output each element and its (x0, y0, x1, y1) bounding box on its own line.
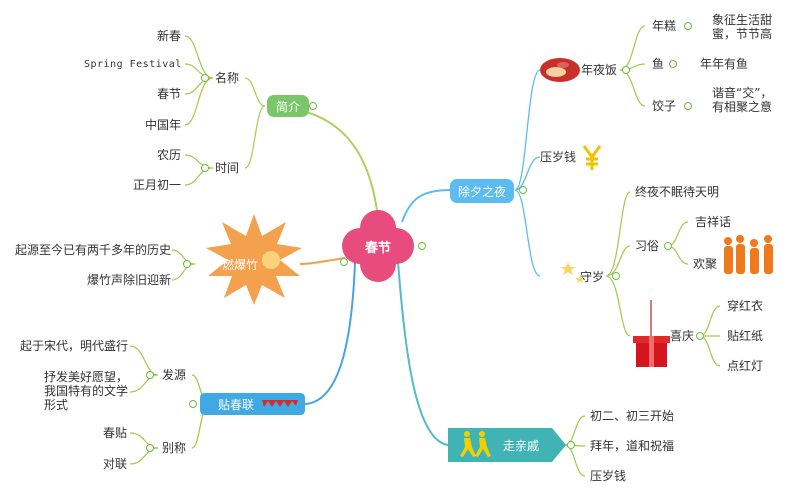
vigil-bracket (605, 191, 631, 337)
alias-node[interactable]: 别称 (162, 441, 187, 455)
festive-node[interactable]: 喜庆 (670, 329, 695, 343)
firecracker-item-2: 爆竹声除旧迎新 (87, 273, 172, 287)
time-bracket (184, 154, 214, 186)
dinner-item-1: 年糕 (652, 19, 677, 33)
walking-people-icon (460, 431, 491, 457)
stay-up-item: 终夜不眠待天明 (635, 185, 720, 199)
intro-line (244, 77, 266, 169)
custom-item-2: 欢聚 (693, 257, 718, 271)
dinner-item-3: 饺子 (652, 99, 677, 113)
branch-line-firecracker (299, 257, 346, 265)
alias-bracket (129, 432, 159, 465)
dancing-people-icon (724, 235, 773, 274)
dinner-detail-2: 年年有鱼 (700, 57, 749, 71)
branch-line-eve (401, 189, 451, 223)
custom-node[interactable]: 习俗 (635, 239, 660, 253)
eve-node[interactable]: 除夕之夜 (450, 179, 514, 203)
vigil-node[interactable]: 守岁 (580, 270, 605, 284)
toggle-dots[interactable] (146, 22, 704, 452)
visit-label: 走亲戚 (502, 438, 539, 453)
origin-item-2: 抒发美好愿望，我国特有的文学形式 (44, 370, 129, 412)
dinner-node[interactable]: 年夜饭 (581, 63, 618, 77)
origin-bracket (129, 345, 159, 393)
eve-line (514, 69, 541, 277)
time-item-2: 正月初一 (133, 178, 182, 192)
center-label: 春节 (364, 240, 391, 256)
name-item-2: Spring Festival (84, 59, 182, 70)
visit-item-3: 压岁钱 (590, 469, 627, 483)
name-node[interactable]: 名称 (215, 71, 240, 85)
branch-line-visit (397, 261, 449, 446)
origin-item-1: 起于宋代，明代盛行 (20, 339, 129, 353)
custom-bracket (667, 221, 689, 265)
couplet-node[interactable]: 贴春联 (202, 394, 262, 414)
firecracker-label: 燃爆竹 (221, 257, 258, 272)
steak-icon (540, 58, 580, 82)
eve-label: 除夕之夜 (457, 184, 506, 199)
festive-item-3: 点红灯 (727, 359, 764, 373)
visit-node[interactable]: 走亲戚 (496, 435, 546, 455)
moon-stars-icon (548, 262, 584, 293)
name-item-3: 春节 (157, 87, 182, 101)
dinner-detail-3: 谐音“交”，有相聚之意 (712, 86, 773, 114)
branch-line-couplet (304, 261, 356, 405)
time-item-1: 农历 (157, 148, 182, 162)
alias-item-2: 对联 (103, 457, 128, 471)
intro-label: 简介 (275, 99, 300, 114)
couplet-label: 贴春联 (218, 397, 255, 412)
festive-item-1: 穿红衣 (727, 299, 764, 313)
dinner-detail-1: 象征生活甜蜜，节节高 (712, 13, 773, 41)
time-node[interactable]: 时间 (215, 161, 240, 175)
money-node[interactable]: 压岁钱 (540, 150, 577, 164)
gift-icon (633, 300, 670, 367)
origin-node[interactable]: 发源 (162, 368, 187, 382)
couplet-banner-shape (200, 393, 305, 415)
visit-item-1: 初二、初三开始 (590, 409, 675, 423)
name-item-1: 新春 (157, 29, 182, 43)
name-bracket (184, 35, 214, 126)
festive-item-2: 贴红纸 (727, 329, 764, 343)
custom-item-1: 吉祥话 (695, 215, 732, 229)
branch-line-intro (267, 105, 379, 219)
center-node[interactable]: 春节 (355, 236, 401, 256)
alias-item-1: 春贴 (103, 426, 128, 440)
dinner-item-2: 鱼 (652, 57, 665, 71)
firecracker-bracket (171, 249, 196, 281)
firecracker-node[interactable]: 燃爆竹 (215, 254, 265, 274)
firecracker-item-1: 起源至今已有两千多年的历史 (15, 243, 172, 257)
visit-item-2: 拜年，道和祝福 (590, 439, 675, 453)
dinner-bracket (619, 25, 646, 107)
name-item-4: 中国年 (145, 118, 182, 132)
intro-node[interactable]: 简介 (267, 95, 309, 117)
firecracker-burst-icon (206, 214, 302, 305)
yen-icon (582, 145, 602, 170)
center-node-shape (342, 210, 414, 282)
